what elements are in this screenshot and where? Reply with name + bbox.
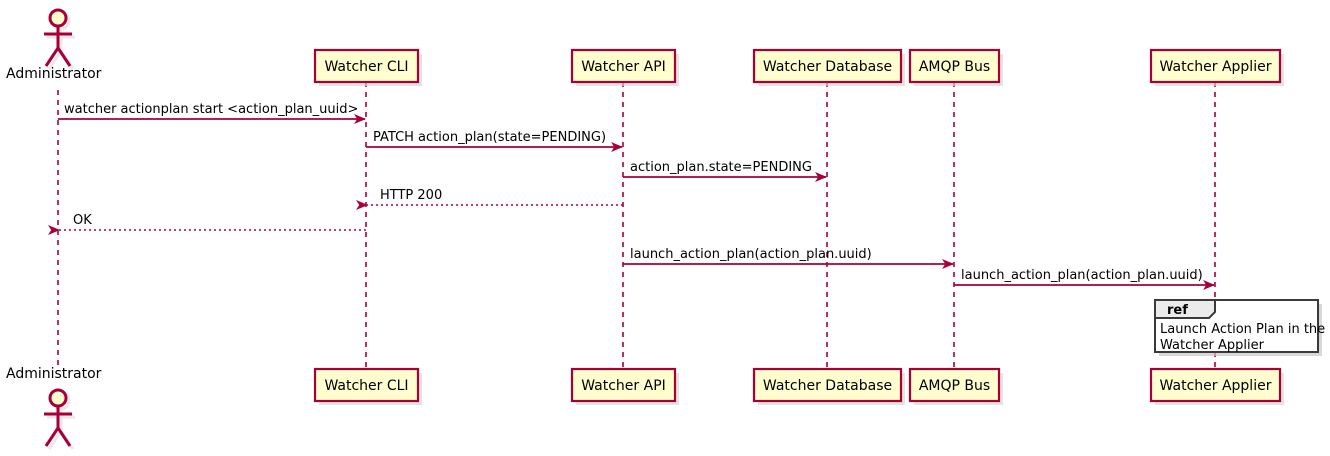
participant-box-amqp-bus-top[interactable]: AMQP Bus bbox=[908, 48, 1003, 86]
message-label-2: action_plan.state=PENDING bbox=[630, 160, 812, 175]
message-5: launch_action_plan(action_plan.uuid) bbox=[623, 247, 954, 269]
participant-box-amqp-bus-bottom[interactable]: AMQP Bus bbox=[908, 367, 1003, 405]
message-label-5: launch_action_plan(action_plan.uuid) bbox=[630, 247, 872, 262]
participant-label-watcher-api-bottom: Watcher API bbox=[581, 378, 666, 394]
message-label-0: watcher actionplan start <action_plan_uu… bbox=[64, 102, 358, 117]
ref-body-line-0: Launch Action Plan in the bbox=[1160, 322, 1325, 337]
actor-administrator-bottom bbox=[44, 388, 75, 450]
message-0: watcher actionplan start <action_plan_uu… bbox=[58, 102, 366, 124]
ref-body-line-1: Watcher Applier bbox=[1160, 338, 1265, 353]
actor-head bbox=[48, 388, 68, 408]
actor-leg-left bbox=[44, 427, 60, 447]
participant-box-rect[interactable] bbox=[752, 48, 903, 84]
message-4: OK bbox=[48, 213, 366, 235]
actor-head bbox=[48, 8, 68, 28]
ref-tag-shape bbox=[1154, 299, 1216, 319]
participant-label-watcher-applier-bottom: Watcher Applier bbox=[1160, 378, 1272, 394]
participant-label-watcher-cli-bottom: Watcher CLI bbox=[324, 378, 408, 394]
message-label-3: HTTP 200 bbox=[380, 188, 442, 203]
actor-label-administrator-top: Administrator bbox=[6, 66, 102, 82]
actor-label-administrator-bottom: Administrator bbox=[6, 366, 102, 382]
participant-box-watcher-database-top[interactable]: Watcher Database bbox=[752, 48, 905, 86]
participant-box-watcher-cli-top[interactable]: Watcher CLI bbox=[313, 48, 422, 86]
participant-label-amqp-bus-top: AMQP Bus bbox=[919, 59, 990, 75]
lifelines-layer bbox=[57, 82, 1216, 369]
message-6: launch_action_plan(action_plan.uuid) bbox=[954, 268, 1215, 290]
ref-tag-label: ref bbox=[1167, 303, 1188, 318]
participant-label-watcher-cli-top: Watcher CLI bbox=[324, 59, 408, 75]
message-label-4: OK bbox=[73, 213, 92, 228]
participant-box-watcher-database-bottom[interactable]: Watcher Database bbox=[752, 367, 905, 405]
participant-box-watcher-applier-top[interactable]: Watcher Applier bbox=[1149, 48, 1284, 86]
actor-leg-right bbox=[56, 47, 72, 67]
participant-box-rect[interactable] bbox=[908, 367, 1001, 403]
message-2: action_plan.state=PENDING bbox=[623, 160, 827, 182]
messages-layer: watcher actionplan start <action_plan_uu… bbox=[48, 102, 1215, 290]
participant-box-watcher-api-bottom[interactable]: Watcher API bbox=[570, 367, 679, 405]
participant-box-rect[interactable] bbox=[1149, 367, 1282, 403]
participant-box-watcher-applier-bottom[interactable]: Watcher Applier bbox=[1149, 367, 1284, 405]
participant-label-watcher-api-top: Watcher API bbox=[581, 59, 666, 75]
actor-administrator-top bbox=[44, 8, 75, 70]
participant-box-watcher-cli-bottom[interactable]: Watcher CLI bbox=[313, 367, 422, 405]
participant-label-amqp-bus-bottom: AMQP Bus bbox=[919, 378, 990, 394]
participant-box-rect[interactable] bbox=[313, 367, 420, 403]
message-3: HTTP 200 bbox=[356, 188, 623, 210]
message-label-1: PATCH action_plan(state=PENDING) bbox=[373, 130, 606, 145]
participant-box-rect[interactable] bbox=[570, 48, 677, 84]
message-label-6: launch_action_plan(action_plan.uuid) bbox=[961, 268, 1203, 283]
participant-label-watcher-database-top: Watcher Database bbox=[763, 59, 892, 75]
actor-leg-right bbox=[56, 427, 72, 447]
participant-label-watcher-database-bottom: Watcher Database bbox=[763, 378, 892, 394]
actor-leg-left bbox=[44, 47, 60, 67]
participant-label-watcher-applier-top: Watcher Applier bbox=[1160, 59, 1272, 75]
participant-box-rect[interactable] bbox=[570, 367, 677, 403]
message-1: PATCH action_plan(state=PENDING) bbox=[366, 130, 623, 152]
participant-box-rect[interactable] bbox=[908, 48, 1001, 84]
participant-box-rect[interactable] bbox=[752, 367, 903, 403]
participant-box-rect[interactable] bbox=[1149, 48, 1282, 84]
participant-box-watcher-api-top[interactable]: Watcher API bbox=[570, 48, 679, 86]
participant-box-rect[interactable] bbox=[313, 48, 420, 84]
